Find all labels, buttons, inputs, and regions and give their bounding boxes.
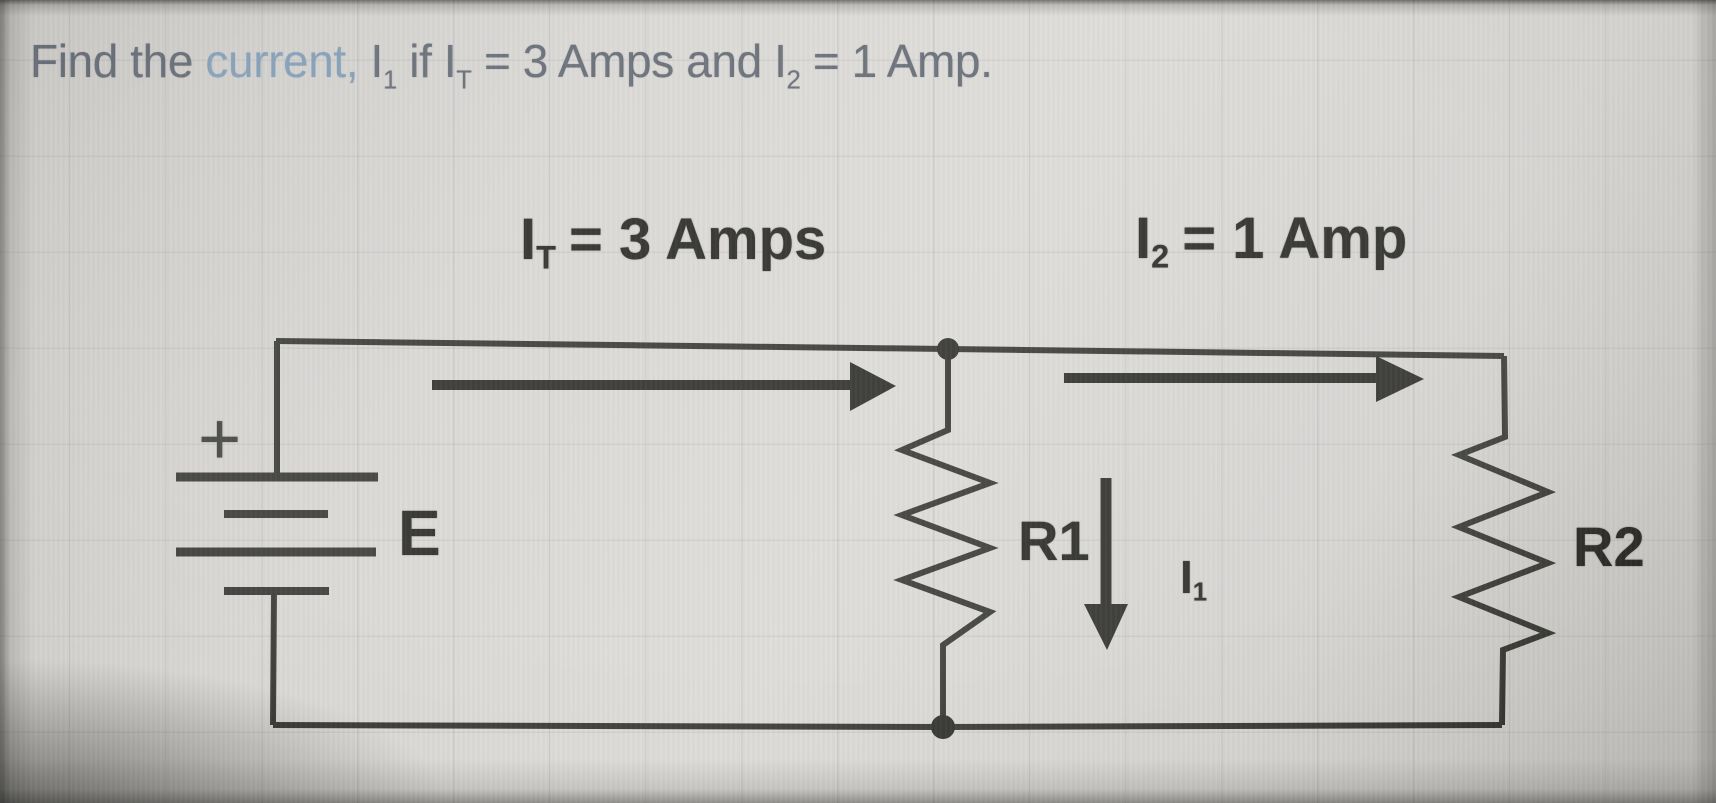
- battery-bottom-lead-wire: [270, 590, 277, 726]
- battery-polarity-label: +: [198, 397, 242, 480]
- branch2-current-label: I2 = 1 Amp: [1135, 205, 1408, 275]
- bottom-junction-dot-icon: [931, 715, 955, 739]
- resistor-r1-icon: [893, 349, 999, 727]
- question-mid2: = 3 Amps and: [483, 35, 762, 87]
- question-i1-symbol: I: [370, 35, 384, 87]
- i1-subscript: 1: [1192, 578, 1208, 607]
- battery-icon: [176, 472, 378, 595]
- question-highlight: current,: [205, 35, 359, 87]
- resistor-r2-icon: [1450, 355, 1557, 726]
- top-junction-dot-icon: [937, 338, 959, 360]
- it-symbol: I: [520, 207, 537, 272]
- i2-value: = 1 Amp: [1182, 206, 1408, 271]
- it-subscript: T: [536, 239, 556, 276]
- question-i1-subscript: 1: [382, 66, 397, 95]
- question-prefix: Find the: [30, 35, 194, 87]
- question-text: Find the current, I1 if IT = 3 Amps and …: [30, 34, 1390, 93]
- battery-source-label: E: [398, 497, 441, 569]
- question-i2-symbol: I: [774, 35, 787, 87]
- question-i2-subscript: 2: [786, 66, 801, 95]
- question-it-subscript: T: [456, 66, 472, 95]
- question-it-symbol: I: [443, 35, 457, 87]
- branch1-current-arrow-icon: [1084, 478, 1128, 650]
- question-suffix: = 1 Amp.: [812, 35, 993, 87]
- total-current-label: IT = 3 Amps: [520, 206, 827, 276]
- branch1-current-label: I1: [1180, 550, 1208, 607]
- it-value: = 3 Amps: [568, 207, 827, 272]
- total-current-arrow-icon: [432, 362, 896, 411]
- resistor-r2-label: R2: [1573, 515, 1645, 578]
- question-mid1: if: [409, 35, 432, 87]
- resistor-r1-label: R1: [1018, 509, 1090, 572]
- i2-symbol: I: [1135, 206, 1152, 271]
- branch2-current-arrow-icon: [1064, 356, 1424, 402]
- i1-symbol: I: [1180, 551, 1193, 603]
- i2-subscript: 2: [1151, 238, 1170, 275]
